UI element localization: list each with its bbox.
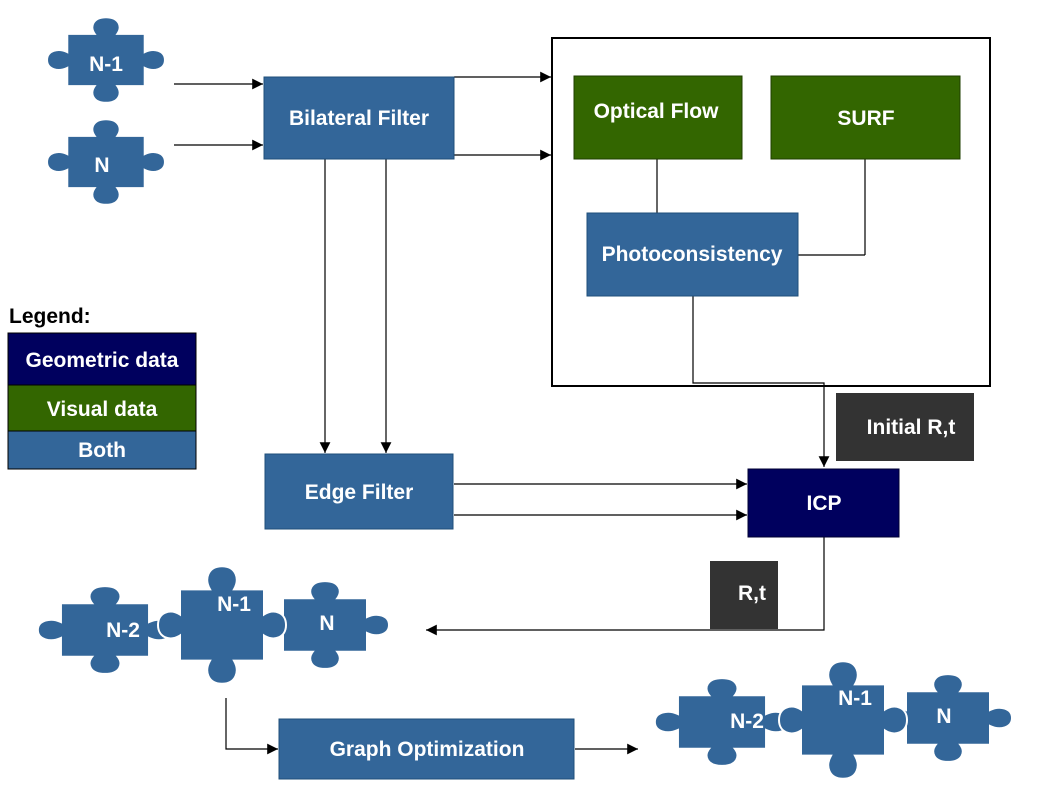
puzzle-piece-bottom: N bbox=[46, 118, 166, 206]
middle-chain-label-3: N bbox=[319, 612, 334, 635]
output-chain-label-1: N-2 bbox=[730, 710, 764, 733]
visual-features-frame bbox=[551, 37, 991, 387]
puzzle-piece-top: N-1 bbox=[46, 16, 166, 104]
graph-optimization-label: Graph Optimization bbox=[330, 738, 525, 761]
connectors bbox=[174, 71, 866, 755]
middle-chain-label-1: N-2 bbox=[106, 619, 140, 642]
puzzle-piece-top-label: N-1 bbox=[89, 53, 123, 76]
icp-label: ICP bbox=[806, 492, 841, 515]
surf-box: SURF bbox=[770, 75, 961, 160]
legend: Legend: Geometric data Visual data Both bbox=[7, 305, 197, 470]
output-chain-label-2: N-1 bbox=[838, 687, 872, 710]
photoconsistency-label: Photoconsistency bbox=[602, 243, 783, 266]
rt-box: R,t bbox=[710, 561, 778, 629]
legend-geometric-swatch bbox=[7, 332, 197, 386]
optical-flow-box: Optical Flow bbox=[573, 75, 743, 160]
photoconsistency-box: Photoconsistency bbox=[586, 212, 799, 297]
optical-flow-label: Optical Flow bbox=[594, 100, 720, 123]
initial-rt-label: Initial R,t bbox=[867, 416, 956, 439]
icp-box: ICP bbox=[747, 468, 900, 538]
legend-both-swatch bbox=[7, 430, 197, 470]
legend-title: Legend: bbox=[9, 305, 91, 328]
middle-chain-label-2: N-1 bbox=[217, 593, 251, 616]
bilateral-filter-box: Bilateral Filter bbox=[263, 76, 455, 160]
legend-visual-label: Visual data bbox=[47, 398, 158, 421]
graph-optimization-box: Graph Optimization bbox=[278, 718, 575, 780]
bilateral-filter-label: Bilateral Filter bbox=[289, 107, 429, 130]
middle-puzzle-chain: N-2 N-1 N bbox=[36, 565, 390, 685]
initial-rt-box: Initial R,t bbox=[836, 393, 974, 461]
output-puzzle-chain: N-2 N-1 N bbox=[653, 660, 1013, 780]
surf-label: SURF bbox=[837, 107, 894, 130]
legend-visual-swatch bbox=[7, 384, 197, 432]
legend-both-label: Both bbox=[78, 439, 126, 462]
puzzle-piece-bottom-label: N bbox=[94, 154, 109, 177]
output-chain-label-3: N bbox=[936, 705, 951, 728]
edge-filter-box: Edge Filter bbox=[264, 453, 454, 530]
edge-filter-label: Edge Filter bbox=[305, 481, 414, 504]
legend-geometric-label: Geometric data bbox=[26, 349, 179, 372]
rt-label: R,t bbox=[738, 582, 766, 605]
